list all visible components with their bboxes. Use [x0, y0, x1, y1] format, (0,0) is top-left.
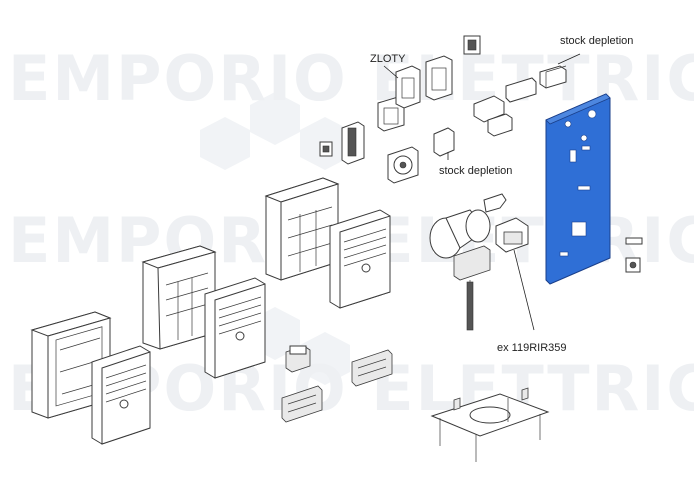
fan-part: [387, 146, 419, 184]
cable-clamp-part: [483, 193, 507, 213]
zloty-part-left: [395, 65, 421, 109]
label-stock-depletion-top: stock depletion: [560, 35, 633, 47]
small-connector-part: [625, 257, 641, 273]
enclosure-base-3: [264, 177, 340, 281]
enclosure-base-2: [141, 245, 217, 350]
terminal-block-part: [341, 121, 365, 165]
zloty-part-right: [425, 55, 453, 101]
gear-bracket-part: [495, 217, 529, 253]
bracket-small-1: [473, 95, 505, 123]
leader-ex-part: [513, 249, 535, 331]
backplate: [545, 93, 611, 285]
strip-part: [505, 77, 537, 103]
bracket-small-2: [487, 113, 513, 137]
leader-stock-top: [557, 53, 581, 65]
leader-zloty: [383, 65, 399, 79]
label-zloty: ZLOTY: [370, 53, 406, 65]
control-board-right: [351, 349, 393, 387]
small-plate-part: [625, 237, 643, 245]
motor-assembly: [429, 209, 491, 331]
enclosure-cover-1: [91, 345, 151, 445]
enclosure-cover-2: [204, 277, 266, 379]
label-ex-part: ex 119RIR359: [497, 342, 567, 354]
label-stock-depletion-mid: stock depletion: [439, 165, 512, 177]
zloty-part-top: [463, 35, 481, 55]
bracket-mid: [433, 127, 455, 157]
foundation-frame: [430, 387, 550, 462]
control-board-left: [281, 385, 323, 423]
bracket-top-right: [539, 65, 567, 89]
fuse-holder-part: [319, 141, 333, 157]
transformer-part: [285, 345, 311, 373]
enclosure-cover-3: [329, 209, 391, 309]
